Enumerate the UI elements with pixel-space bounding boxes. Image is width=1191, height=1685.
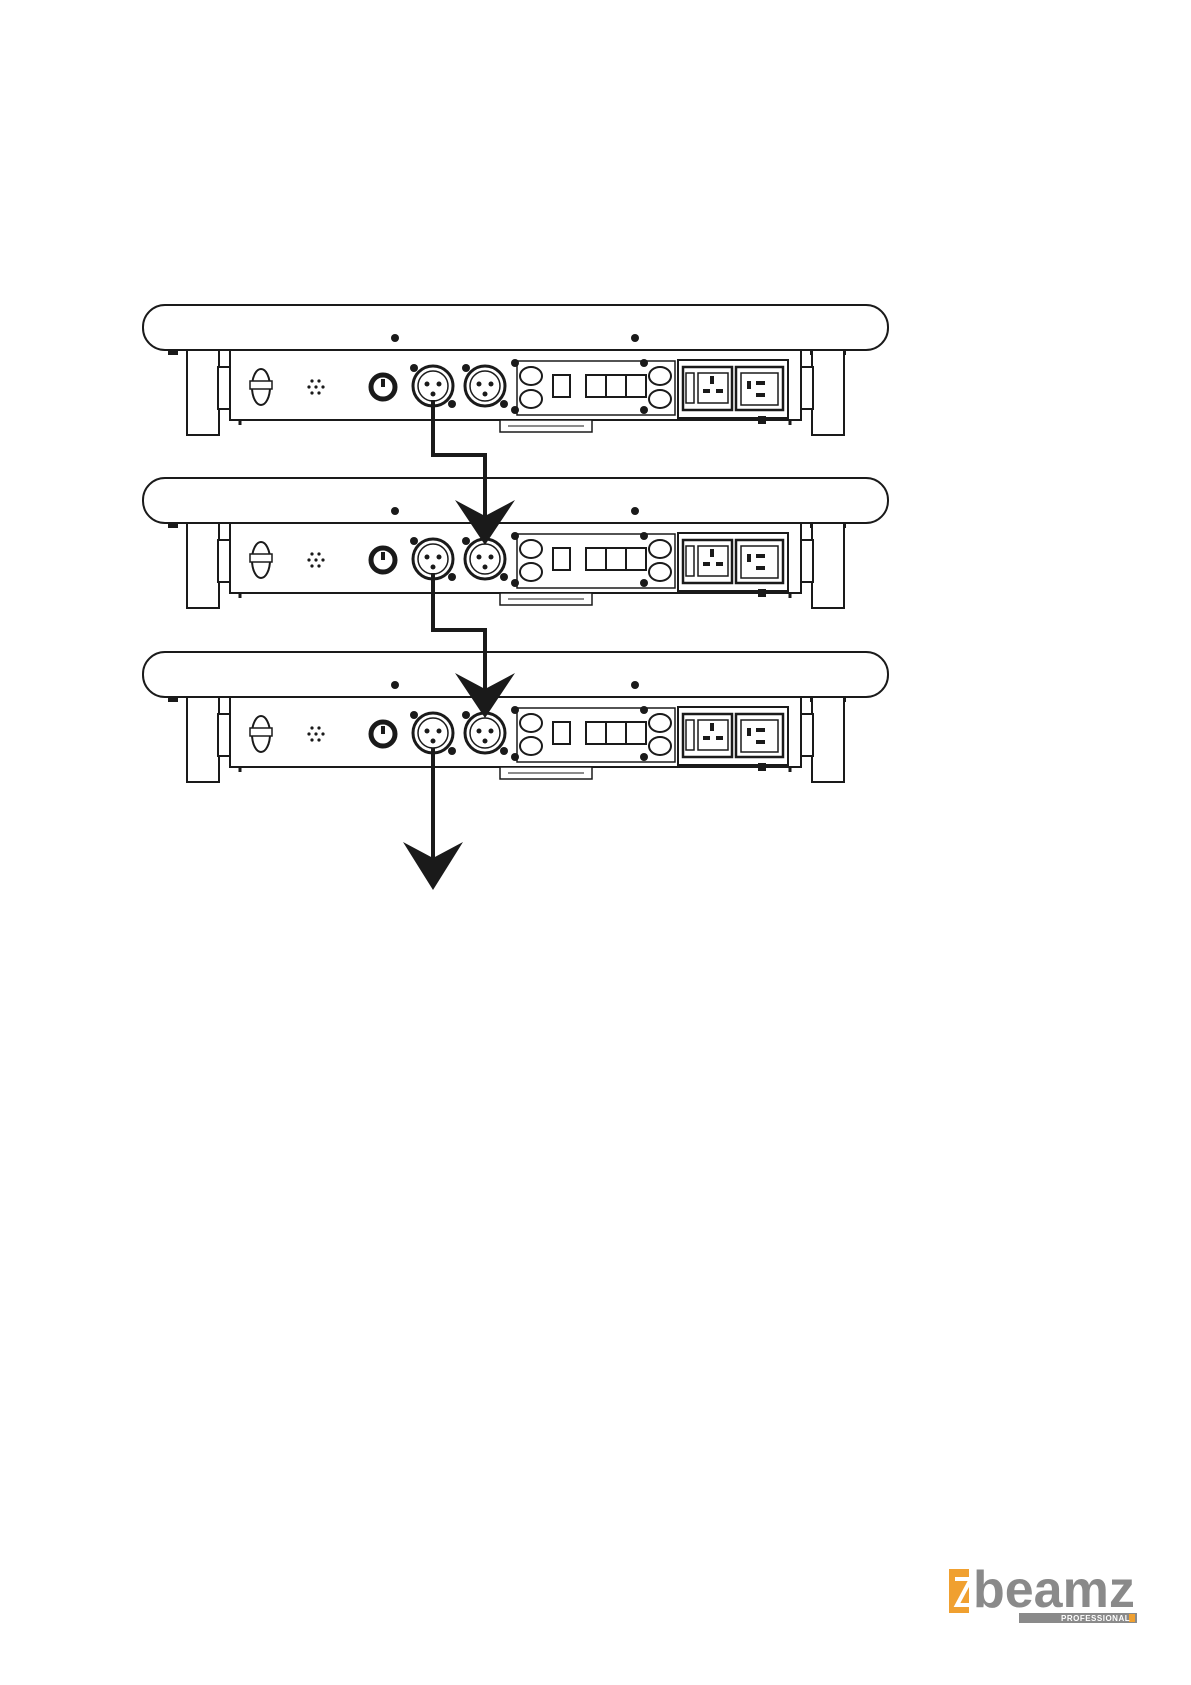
beamz-logo: beamz PROFESSIONAL [949,1565,1139,1625]
logo-subtitle: PROFESSIONAL [1061,1614,1130,1623]
logo-word: beamz [973,1565,1135,1619]
fixture-unit-1 [143,305,888,435]
fixture-unit-3 [143,652,888,782]
fixture-unit-2 [143,478,888,608]
